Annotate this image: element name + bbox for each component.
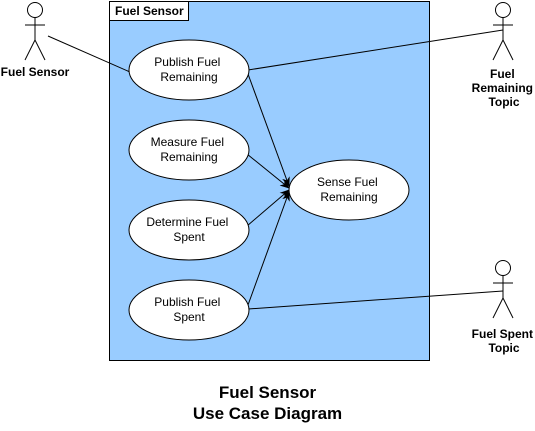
use-case-determine-fuel-spent: Determine Fuel Spent xyxy=(128,199,250,261)
diagram-title: Fuel Sensor Use Case Diagram xyxy=(0,382,535,424)
actor-label-line2: Remaining xyxy=(472,81,533,95)
svg-text:Determine Fuel Spent: Determine Fuel Spent xyxy=(146,215,231,244)
use-case-label-line1: Sense Fuel xyxy=(317,175,378,189)
associations xyxy=(47,29,504,310)
actor-fuel-remaining-topic: Fuel Remaining Topic xyxy=(472,2,535,109)
use-case-label-line2: Remaining xyxy=(160,150,217,164)
use-case-ellipse xyxy=(288,159,410,221)
arrow-publish-remaining-to-sense xyxy=(247,73,290,187)
svg-text:Fuel Spent Topic: Fuel Spent Topic xyxy=(472,327,535,355)
use-case-ellipse xyxy=(128,279,250,341)
use-case-label-line2: Remaining xyxy=(160,70,217,84)
actor-label: Fuel Sensor xyxy=(1,65,70,79)
include-arrows xyxy=(246,73,290,306)
actor-label-line3: Topic xyxy=(488,95,519,109)
use-case-label-line2: Spent xyxy=(173,230,205,244)
use-case-publish-fuel-remaining: Publish Fuel Remaining xyxy=(128,39,250,101)
use-case-label-line1: Measure Fuel xyxy=(151,135,224,149)
association-publish-remaining-topic xyxy=(247,29,504,71)
svg-text:Fuel Remaining Top: Fuel Remaining Topic xyxy=(472,67,535,109)
arrow-measure-to-sense xyxy=(246,153,290,189)
use-case-label-line2: Remaining xyxy=(320,190,377,204)
svg-text:Measure Fuel Remaining: Measure Fuel Remaining xyxy=(151,135,228,164)
diagram-title-line1: Fuel Sensor xyxy=(218,383,317,402)
use-case-label-line2: Spent xyxy=(173,310,205,324)
association-fuel-sensor-publish-remaining xyxy=(47,35,131,73)
use-case-sense-fuel-remaining: Sense Fuel Remaining xyxy=(288,159,410,221)
association-publish-spent-topic xyxy=(247,290,504,310)
stick-figure-icon xyxy=(24,2,46,61)
use-case-publish-fuel-spent: Publish Fuel Spent xyxy=(128,279,250,341)
use-case-measure-fuel-remaining: Measure Fuel Remaining xyxy=(128,119,250,181)
arrow-publish-spent-to-sense xyxy=(247,191,290,306)
diagram-title-line2: Use Case Diagram xyxy=(192,404,343,423)
actor-label-line1: Fuel Spent xyxy=(472,327,533,341)
svg-text:Sense Fuel Remaining: Sense Fuel Remaining xyxy=(317,175,381,204)
use-case-ellipse xyxy=(128,119,250,181)
use-case-ellipse xyxy=(128,39,250,101)
system-boundary-tab xyxy=(109,1,189,21)
system-boundary-label: Fuel Sensor xyxy=(115,4,184,18)
actor-fuel-sensor: Fuel Sensor xyxy=(1,2,70,79)
actor-label-line1: Fuel xyxy=(490,67,515,81)
svg-text:Publish Fuel Remaining: Publish Fuel Remaining xyxy=(154,55,223,84)
use-case-label-line1: Publish Fuel xyxy=(154,295,220,309)
arrow-determine-to-sense xyxy=(246,189,290,227)
use-case-ellipse xyxy=(128,199,250,261)
use-case-label-line1: Publish Fuel xyxy=(154,55,220,69)
actor-fuel-spent-topic: Fuel Spent Topic xyxy=(472,260,535,355)
use-case-label-line1: Determine Fuel xyxy=(146,215,228,229)
stick-figure-icon xyxy=(492,2,514,61)
svg-text:Publish Fuel Spent: Publish Fuel Spent xyxy=(154,295,223,324)
stick-figure-icon xyxy=(492,260,514,319)
actor-label-line2: Topic xyxy=(488,341,519,355)
